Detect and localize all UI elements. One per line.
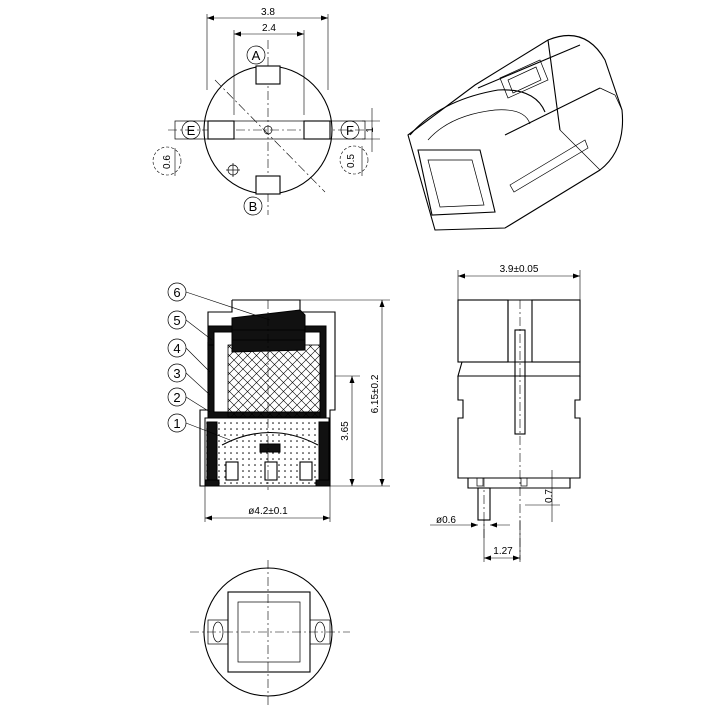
- top-view-pin-rail: [174, 120, 366, 140]
- callout-6: 6: [167, 282, 271, 321]
- section-magnet-lines: [232, 329, 305, 341]
- section-base-left-block: [206, 421, 218, 483]
- iso-outer-body: [407, 35, 624, 231]
- top-view-pad-right: [303, 120, 331, 140]
- dim-0-6-text: 0.6: [162, 155, 173, 169]
- iso-front-inner-arc: [427, 109, 531, 141]
- label-a-circle: [246, 45, 266, 65]
- iso-side-band: [477, 39, 601, 136]
- detail-circle-right: [339, 145, 369, 175]
- iso-side-slot: [509, 139, 589, 193]
- svg-text:4: 4: [173, 341, 180, 356]
- svg-text:2: 2: [173, 390, 180, 405]
- section-base-right-block: [318, 421, 330, 483]
- side-lower-body: [457, 376, 581, 479]
- iso-front-arc: [409, 89, 546, 136]
- dim-0-7-text: 0.7: [544, 489, 555, 503]
- side-top-block-right: [531, 299, 581, 363]
- side-bottom-feet: [467, 478, 571, 489]
- label-a-text: A: [252, 48, 261, 63]
- iso-right-face: [559, 87, 623, 171]
- label-f-text: F: [346, 123, 354, 138]
- svg-text:5: 5: [173, 313, 180, 328]
- section-terminal-center: [264, 461, 278, 481]
- side-mid-band: [457, 361, 581, 377]
- label-b-text: B: [249, 199, 258, 214]
- bottom-view-right-tab: [309, 619, 331, 645]
- iso-front-window: [417, 149, 496, 216]
- top-view: 3.8 2.4 A B E F 0.6 0.5 1: [152, 7, 380, 216]
- section-coil-hatch: [227, 344, 321, 418]
- bottom-view-right-pin: [314, 621, 326, 643]
- side-view: 3.9±0.05 ø0.6 0.7 1.27: [430, 264, 581, 562]
- callout-1: 1: [167, 413, 231, 441]
- iso-top-slot: [499, 59, 549, 99]
- top-view-pad-left: [207, 120, 235, 140]
- label-e-circle: [181, 120, 201, 140]
- side-top-block-left: [457, 299, 509, 363]
- callout-5: 5: [167, 310, 213, 341]
- svg-text:3: 3: [173, 366, 180, 381]
- label-e-text: E: [187, 123, 196, 138]
- section-foot-left: [204, 479, 220, 487]
- bottom-view-inner-square: [237, 601, 301, 663]
- section-terminal-left: [225, 461, 239, 481]
- bottom-view: [190, 560, 350, 705]
- dim-1-text: 1: [365, 127, 376, 133]
- isometric-view: [407, 35, 624, 231]
- svg-text:6: 6: [173, 285, 180, 300]
- callout-3: 3: [167, 363, 211, 396]
- iso-top-slot-inner: [507, 66, 542, 94]
- top-view-pad-top: [255, 65, 281, 85]
- detail-circle-left: [152, 146, 182, 176]
- dim-6-15-text: 6.15±0.2: [370, 374, 381, 413]
- section-terminal-right: [299, 461, 313, 481]
- section-diaphragm: [221, 432, 319, 446]
- section-view: 6 5 4 3 2 1 6: [167, 282, 390, 522]
- dim-4-2-text: ø4.2±0.1: [248, 506, 288, 517]
- iso-front-window-inner: [427, 159, 485, 208]
- top-view-center-mark: [263, 125, 273, 135]
- bottom-view-left-pin: [212, 621, 224, 643]
- section-foot-right: [315, 479, 331, 487]
- callout-4: 4: [167, 338, 211, 373]
- dim-2-4-text: 2.4: [262, 23, 276, 34]
- section-black-can: [207, 325, 327, 419]
- dim-1-27-text: 1.27: [493, 546, 513, 557]
- dim-0-5-text: 0.5: [346, 154, 357, 168]
- dim-3-8-text: 3.8: [261, 7, 275, 18]
- dim-3-9-text: 3.9±0.05: [500, 264, 539, 275]
- callout-2: 2: [167, 387, 211, 413]
- bottom-view-left-tab: [207, 619, 229, 645]
- side-notch-right: [520, 477, 528, 487]
- section-magnet: [231, 309, 306, 353]
- svg-text:1: 1: [173, 416, 180, 431]
- section-diaphragm-center: [259, 443, 281, 453]
- top-view-pad-bottom: [255, 175, 281, 195]
- dim-3-65-text: 3.65: [340, 421, 351, 441]
- dim-pin-dia-text: ø0.6: [436, 515, 456, 526]
- label-b-circle: [243, 196, 263, 216]
- label-f-circle: [340, 120, 360, 140]
- side-notch-left: [476, 477, 484, 487]
